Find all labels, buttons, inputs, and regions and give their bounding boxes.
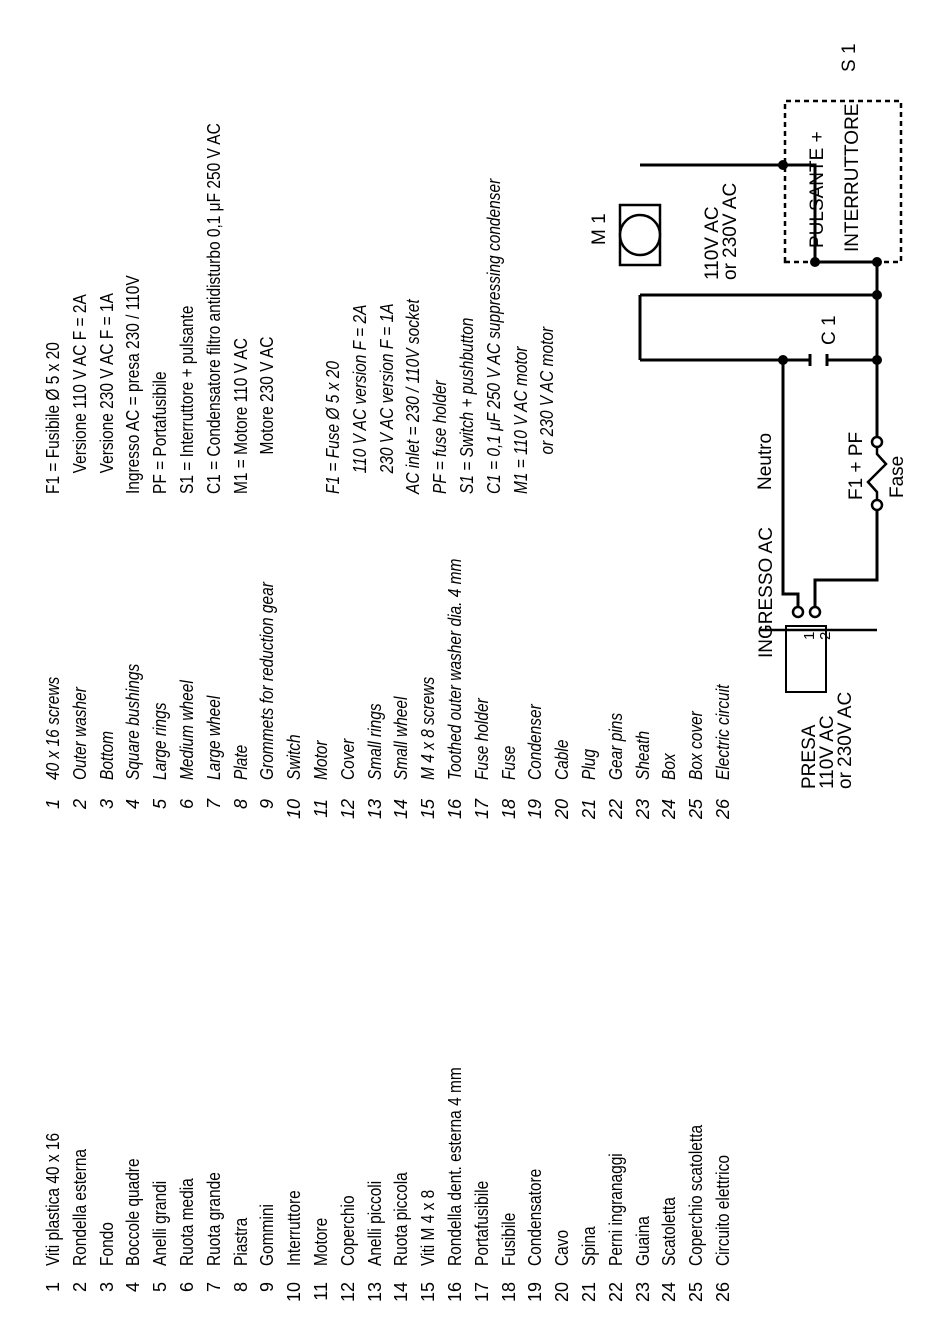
socket-voltage: 110V AC: [817, 715, 838, 789]
switch-label: INTERRUTTORE: [842, 104, 863, 252]
fuse-terminal: [870, 498, 884, 512]
junction: [778, 355, 788, 365]
pin-label: 2: [817, 632, 834, 640]
motor-rotor: [618, 213, 662, 257]
terminal-phase: [808, 605, 822, 619]
motor-voltage: 110V AC: [702, 206, 723, 280]
motor-symbol: [618, 203, 662, 267]
socket-box: [785, 625, 827, 693]
junction: [778, 160, 788, 170]
neutral-label: Neutro: [755, 433, 776, 490]
switch-ref: S 1: [839, 43, 860, 72]
wire-neutral: [640, 358, 800, 607]
wire-phase-in: [813, 505, 879, 607]
switch-label: PULSANTE +: [807, 131, 828, 248]
terminal-neutral: [791, 605, 805, 619]
socket-label: PRESA: [799, 724, 820, 789]
capacitor-label: C 1: [819, 315, 840, 345]
motor-voltage: or 230V AC: [720, 183, 741, 280]
junction: [872, 290, 882, 300]
socket-voltage: or 230V AC: [835, 692, 856, 789]
fuse-symbol: [866, 442, 888, 505]
phase-label: Fase: [887, 456, 908, 498]
fuse-label: F1 + PF: [846, 432, 867, 500]
fuse-terminal: [870, 435, 884, 449]
wire-switch-motor: [640, 163, 877, 264]
switch-box: [783, 99, 903, 264]
junction: [810, 257, 820, 267]
junction: [872, 355, 882, 365]
inlet-label: INGRESSO AC: [756, 527, 777, 658]
junction: [872, 257, 882, 267]
pin-label: 1: [801, 632, 818, 640]
motor-label: M 1: [589, 213, 610, 245]
